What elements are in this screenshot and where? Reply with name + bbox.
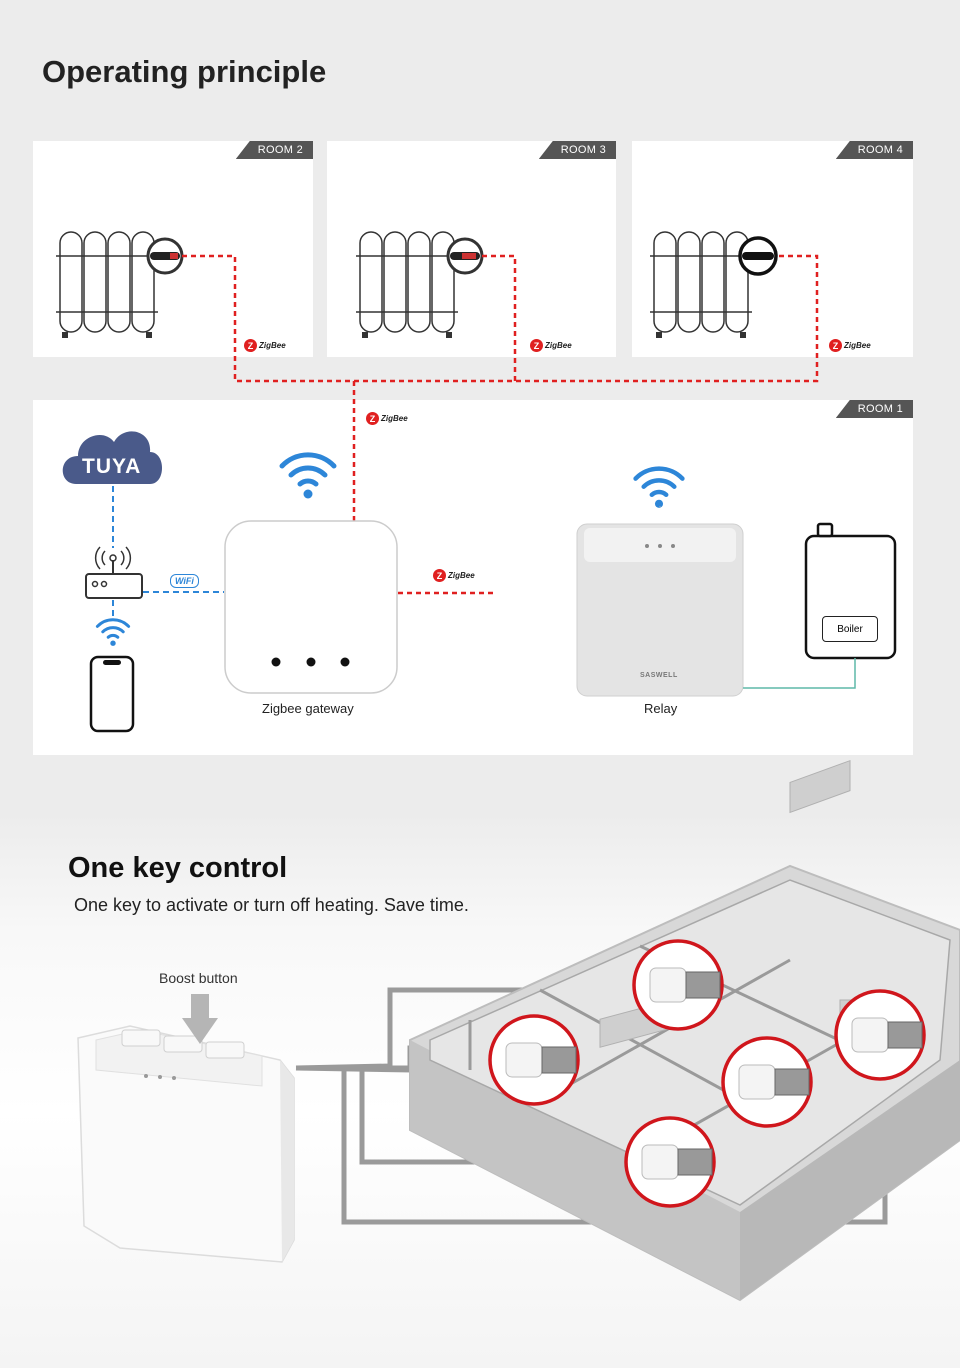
wifi-icon: [95, 618, 131, 648]
zigbee-logo-icon: Z: [244, 339, 257, 352]
valve-callout: [624, 1116, 716, 1208]
room-tag: ROOM 1: [835, 400, 913, 418]
valve-callout: [834, 989, 926, 1081]
phone-icon: [89, 655, 135, 733]
section-title: Operating principle: [42, 54, 327, 89]
router-icon: [85, 546, 143, 599]
radiator-icon: [355, 231, 459, 339]
valve-callout: [721, 1036, 813, 1128]
gateway-device: [224, 520, 398, 694]
valve-icon: [146, 237, 184, 275]
room-panel-1: ROOM 1: [33, 400, 913, 755]
zigbee-logo-icon: Z: [530, 339, 543, 352]
relay-label: Relay: [644, 701, 678, 716]
room-tag: ROOM 3: [538, 141, 616, 159]
zigbee-logo-icon: Z: [366, 412, 379, 425]
valve-callout: [488, 1014, 580, 1106]
valve-callout: [632, 939, 724, 1031]
relay-boiler-link: [743, 658, 856, 689]
valve-icon: [738, 236, 778, 276]
relay-device: [576, 506, 744, 697]
wifi-badge: WiFi: [170, 574, 199, 588]
boost-button-label: Boost button: [159, 970, 238, 986]
radiator-icon: [55, 231, 159, 339]
boost-arrow-icon: [182, 994, 218, 1044]
boiler-label: Boiler: [822, 616, 878, 642]
tuya-cloud-label: TUYA: [82, 455, 142, 478]
zigbee-logo-icon: Z: [433, 569, 446, 582]
zigbee-logo-icon: Z: [829, 339, 842, 352]
tuya-cloud-icon: [62, 431, 162, 484]
radiator-icon: [649, 231, 753, 339]
wifi-icon: [282, 455, 334, 499]
gateway-label: Zigbee gateway: [262, 701, 354, 716]
relay-device-large: [77, 1025, 295, 1263]
wifi-icon: [636, 469, 683, 508]
section-title: One key control: [68, 852, 288, 884]
zigbee-links: [182, 254, 819, 595]
wifi-links: [112, 486, 224, 618]
section-subtitle: One key to activate or turn off heating.…: [74, 895, 469, 915]
room-tag: ROOM 4: [835, 141, 913, 159]
valve-icon: [446, 237, 484, 275]
valve-callouts: [488, 939, 926, 1208]
room-tag: ROOM 2: [235, 141, 313, 159]
relay-brand-logo: SASWELL: [640, 672, 678, 679]
